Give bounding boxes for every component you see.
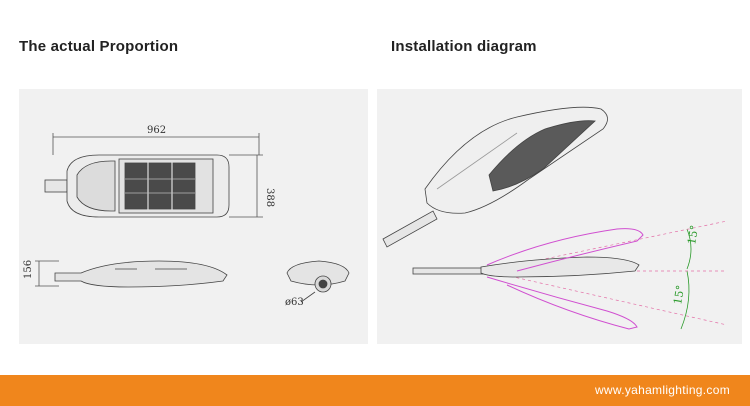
length-dimension: 962 — [147, 125, 166, 136]
side-view-lamp — [54, 260, 228, 288]
width-dimension: 388 — [264, 188, 275, 207]
pole-diameter-dimension: ø63 — [285, 297, 304, 308]
installation-diagram-panel: 15° 15° — [377, 89, 742, 344]
height-dimension: 156 — [23, 260, 34, 279]
tilt-outlines — [486, 228, 644, 330]
proportion-drawing: 962 388 156 — [23, 125, 350, 308]
front-view-lamp — [286, 260, 350, 303]
lower-angle-label: 15° — [671, 284, 687, 305]
website-link[interactable]: www.yahamlighting.com — [594, 383, 730, 397]
section-title-installation-diagram: Installation diagram — [391, 38, 537, 55]
horizontal-lamp — [412, 256, 640, 278]
section-title-actual-proportion: The actual Proportion — [19, 38, 179, 55]
footer-bar: www.yahamlighting.com — [0, 375, 750, 406]
angle-guides — [680, 228, 692, 330]
top-view-lamp — [44, 154, 230, 218]
upper-angle-label: 15° — [685, 224, 701, 245]
proportion-drawing-panel: 962 388 156 — [19, 89, 368, 344]
angled-lamp — [382, 106, 608, 248]
installation-drawing: 15° 15° — [382, 106, 728, 330]
